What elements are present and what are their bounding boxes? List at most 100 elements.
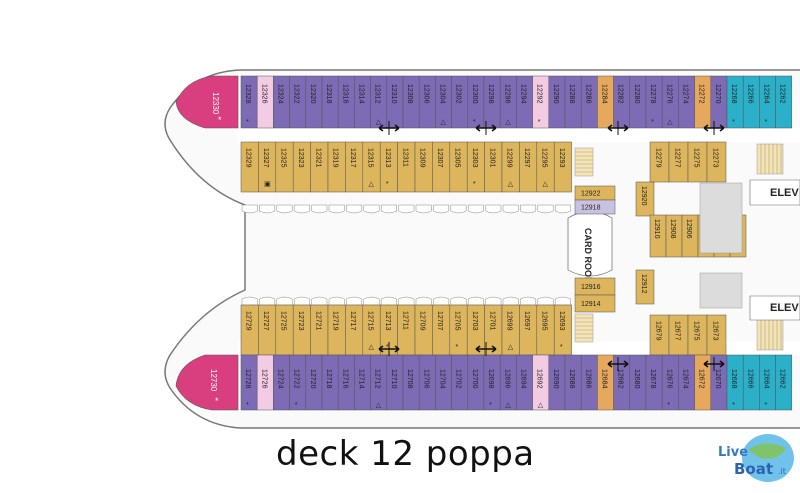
cabin-number: 12712 — [374, 369, 381, 389]
cabin-number: 12279 — [655, 148, 662, 168]
cabin-12715: 12715△ — [362, 304, 381, 356]
cabin-number: 12702 — [455, 369, 462, 389]
balcony — [346, 204, 363, 214]
cabin-12712: 12712 △ — [370, 354, 388, 411]
balcony — [241, 296, 258, 306]
balcony — [537, 204, 554, 214]
cabin-number: 12677 — [674, 321, 681, 341]
cabin-12709: 12709 — [414, 304, 433, 356]
cabin-number: 12327 — [262, 148, 269, 168]
cabin-12296: 12296△ — [499, 75, 517, 129]
cabin-number: 12906 — [685, 219, 692, 239]
cabin-12312: 12312△ — [370, 75, 388, 129]
cabin-12688: 12688 — [564, 354, 582, 411]
cabin-marker: * — [473, 181, 476, 188]
cabin-12288: 12288 — [564, 75, 582, 129]
cabin-12301: 12301 — [484, 141, 503, 193]
cabin-12697: 12697 — [519, 304, 538, 356]
cabin-number: 12272 — [698, 84, 705, 104]
card-room-label: CARD ROOM — [583, 228, 593, 285]
svg-text:Live: Live — [718, 445, 748, 460]
cabin-12279: 12279 — [649, 141, 670, 183]
cabin-12272: 12272 — [694, 75, 712, 129]
balcony-row-bottom — [241, 296, 571, 306]
cabin-12717: 12717 — [345, 304, 364, 356]
cabin-number: 12719 — [332, 311, 339, 331]
cabin-number: 12673 — [712, 321, 719, 341]
cabin-12298: 12298 — [483, 75, 501, 129]
connecting-door-arrow — [378, 121, 400, 135]
balcony — [363, 296, 380, 306]
cabin-12323: 12323 — [292, 141, 311, 193]
cabin-12918: 12918 — [574, 199, 616, 215]
cabin-number: 12266 — [746, 84, 753, 104]
balcony — [450, 296, 467, 306]
cabin-number: 12672 — [698, 369, 705, 389]
liveboat-logo: Live Boat .it — [718, 434, 794, 482]
cabin-12719: 12719 — [327, 304, 346, 356]
cabin-number: 12711 — [401, 311, 408, 330]
cabin-number: 12670 — [714, 369, 721, 389]
cabin-number: 12329 — [245, 148, 252, 168]
cabin-number: 12324 — [277, 84, 284, 104]
balcony — [398, 204, 415, 214]
cabin-number: 12684 — [601, 369, 608, 389]
connecting-door-arrow — [607, 357, 629, 371]
cabin-12329: 12329 — [240, 141, 259, 193]
balcony — [276, 296, 293, 306]
cabin-12317: 12317 — [345, 141, 364, 193]
cabin-marker: △ — [376, 402, 382, 409]
cabin-number: 12716 — [341, 369, 348, 389]
cabin-number: 12268 — [730, 84, 737, 104]
connecting-door-arrows — [378, 121, 725, 371]
cabin-12707: 12707 — [432, 304, 451, 356]
cabin-number: 12310 — [390, 84, 397, 104]
balcony — [554, 204, 571, 214]
cabin-12284: 12284 — [597, 75, 614, 129]
cabin-number: 12920 — [640, 186, 647, 206]
cabin-number: 12278 — [649, 84, 656, 104]
cabin-12666: 12666 — [742, 354, 760, 411]
balcony — [520, 296, 537, 306]
cabin-12302: 12302 — [451, 75, 469, 129]
cabin-marker: △ — [508, 181, 514, 188]
corridor-top — [238, 128, 800, 142]
cabin-number: 12717 — [349, 311, 356, 331]
cabin-12304: 12304△ — [435, 75, 452, 129]
cabin-number: 12705 — [454, 311, 461, 331]
cabin-number: 12306 — [422, 84, 429, 104]
cabin-12318: 12318 — [321, 75, 339, 129]
cabin-12908: 12908 — [665, 214, 683, 258]
cabin-12906: 12906 — [681, 214, 699, 258]
cabin-12286: 12286 — [580, 75, 598, 129]
elevator-block-bottom: ELEV — [749, 295, 800, 321]
cabin-12693: 12693* — [553, 304, 572, 356]
cabin-12311: 12311 — [397, 141, 416, 193]
cabin-marker: △ — [369, 181, 375, 188]
cabin-12916: 12916 — [574, 277, 616, 296]
cabin-marker: * — [489, 402, 492, 409]
cabin-number: 12676 — [665, 369, 672, 389]
cabin-12315: 12315△ — [362, 141, 381, 193]
cabin-12696: 12696△ — [499, 354, 517, 411]
cabin-12695: 12695 — [536, 304, 555, 356]
cabin-number: 12725 — [280, 311, 287, 331]
balcony — [415, 204, 432, 214]
cabin-12920: 12920 — [635, 181, 655, 217]
cabin-12703: 12703 — [466, 304, 485, 356]
cabin-12295: 12295△ — [536, 141, 555, 193]
cabin-number: 12710 — [390, 369, 397, 389]
cabin-12720: 12720 — [305, 354, 323, 411]
cabin-12277: 12277 — [668, 141, 689, 183]
cabin-number: 12320 — [309, 84, 316, 104]
cabin-number: 12303 — [471, 148, 478, 168]
cabin-number: 12293 — [558, 148, 565, 168]
cabin-number: 12697 — [523, 311, 530, 331]
cabin-12299: 12299 △ — [501, 141, 520, 193]
cabin-12676: 12676* — [661, 354, 679, 411]
elevator-shafts — [699, 182, 743, 309]
cabin-number: 12299 — [506, 148, 513, 168]
cabin-12721: 12721 — [310, 304, 329, 356]
